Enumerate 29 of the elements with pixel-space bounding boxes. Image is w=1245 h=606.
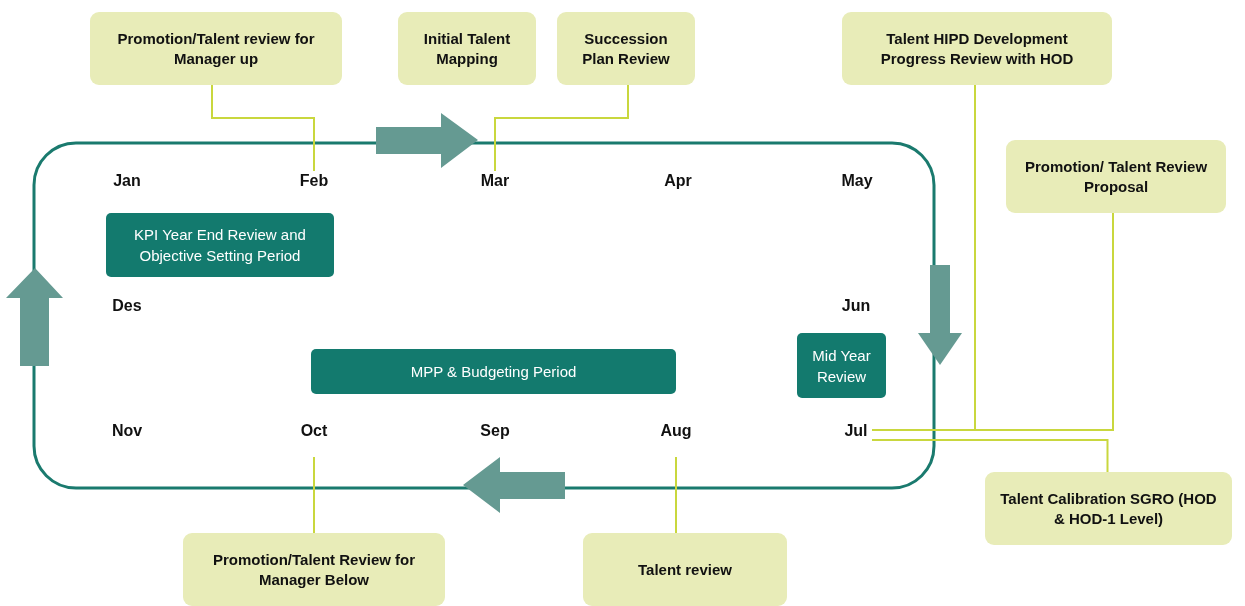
month-label: Apr (663, 171, 693, 191)
month-label: Des (111, 296, 143, 316)
month-label: Mar (474, 170, 516, 192)
month-label: Feb (294, 170, 334, 192)
month-label: May (840, 171, 874, 191)
note-box: Talent HIPD Development Progress Review with HOD (842, 12, 1112, 85)
note-box: Promotion/Talent review for Manager up (90, 12, 342, 85)
note-box: Promotion/ Talent Review Proposal (1006, 140, 1226, 213)
month-label: Nov (110, 421, 144, 441)
month-label: Jun (840, 296, 872, 316)
month-label: Sep (479, 421, 511, 441)
month-label: Jan (112, 171, 142, 191)
period-box: MPP & Budgeting Period (311, 349, 676, 394)
note-box: Talent review (583, 533, 787, 606)
leader-line (871, 212, 1114, 431)
leader-line (871, 439, 1109, 473)
month-label: Aug (655, 420, 697, 442)
leader-line (211, 84, 315, 172)
note-box: Promotion/Talent Review for Manager Below (183, 533, 445, 606)
leader-line (313, 456, 315, 534)
month-label: Jul (840, 420, 872, 442)
leader-line (494, 84, 629, 172)
note-box: Initial Talent Mapping (398, 12, 536, 85)
note-box: Talent Calibration SGRO (HOD & HOD-1 Level) (985, 472, 1232, 545)
leader-line (675, 456, 677, 534)
month-label: Oct (294, 420, 334, 442)
period-box: KPI Year End Review and Objective Setting Period (106, 213, 334, 277)
period-box: Mid Year Review (797, 333, 886, 398)
note-box: Succession Plan Review (557, 12, 695, 85)
